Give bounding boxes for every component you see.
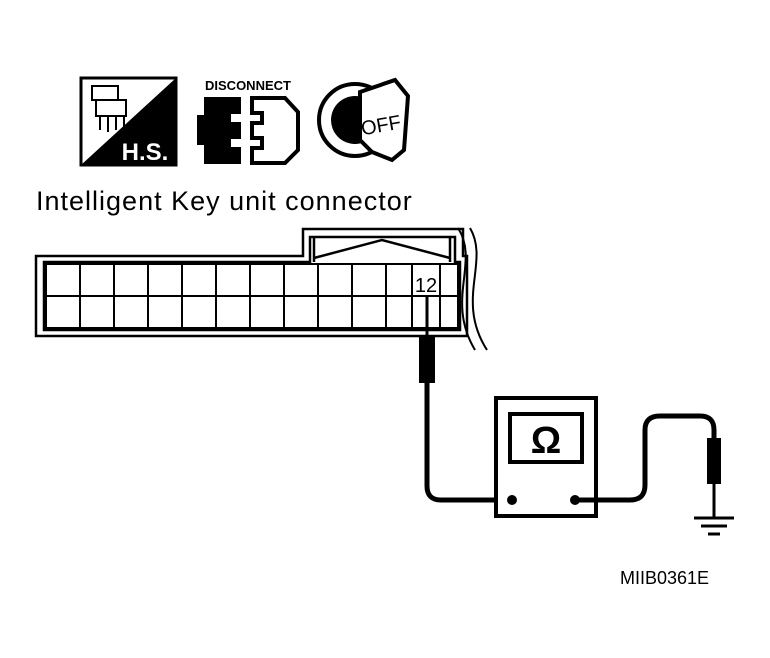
probe-to-ground — [575, 413, 721, 518]
harness-side-label: H.S. — [122, 139, 169, 166]
ohmmeter-icon: Ω — [494, 396, 598, 518]
figure-code: MIIB0361E — [620, 568, 709, 588]
harness-side-icon: H.S. — [79, 76, 178, 167]
ignition-key-off-icon: OFF — [317, 77, 411, 163]
harness-break-line — [457, 227, 476, 351]
disconnect-icon: DISCONNECT — [197, 78, 300, 165]
ohm-symbol: Ω — [531, 420, 561, 462]
mini-connector-icon — [91, 85, 127, 132]
connector-body — [34, 227, 488, 351]
terminal-grid — [45, 263, 459, 329]
terminal-12-label: 12 — [415, 275, 437, 297]
probe-to-terminal — [419, 296, 512, 503]
ground-icon — [694, 516, 734, 536]
connector-title: Intelligent Key unit connector — [36, 186, 413, 216]
disconnect-label: DISCONNECT — [205, 78, 291, 93]
harness-break-line — [469, 227, 488, 351]
meter-terminal-left — [507, 495, 517, 505]
